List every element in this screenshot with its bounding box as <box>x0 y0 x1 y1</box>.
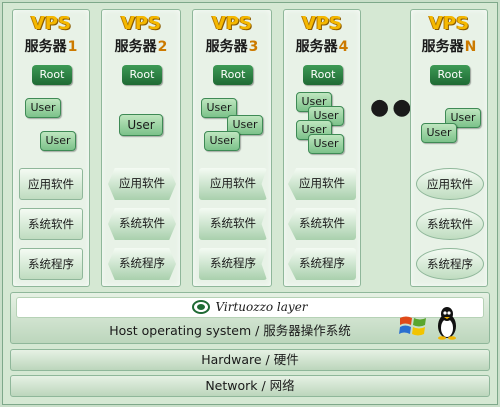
system-software-layer: 系统软件 <box>199 208 267 240</box>
user-box: User <box>204 131 240 151</box>
vps-title: VPS <box>428 13 470 34</box>
root-box: Root <box>303 65 343 85</box>
virtuozzo-label: Virtuozzo layer <box>215 300 308 314</box>
vps-subtitle: 服务器3 <box>205 39 259 55</box>
system-software-layer: 系统软件 <box>108 208 176 240</box>
windows-logo-icon <box>399 316 426 336</box>
system-software-layer: 系统软件 <box>416 208 484 240</box>
system-program-layer: 系统程序 <box>108 248 176 280</box>
user-box: User <box>421 123 457 143</box>
root-box: Root <box>122 65 162 85</box>
hardware-layer: Hardware / 硬件 <box>10 349 490 371</box>
user-box: User <box>40 131 76 151</box>
system-program-layer: 系统程序 <box>199 248 267 280</box>
app-software-layer: 应用软件 <box>199 168 267 200</box>
virtuozzo-layer: Virtuozzo layer <box>16 297 484 318</box>
linux-penguin-icon <box>438 307 456 340</box>
user-box: User <box>227 115 263 135</box>
user-box: User <box>445 108 481 128</box>
root-box: Root <box>213 65 253 85</box>
app-software-layer: 应用软件 <box>416 168 484 200</box>
app-software-layer: 应用软件 <box>108 168 176 200</box>
vps-title: VPS <box>211 13 253 34</box>
root-box: Root <box>32 65 72 85</box>
user-box: User <box>308 134 344 154</box>
host-os-label: Host operating system / 服务器操作系统 <box>109 323 351 338</box>
system-program-layer: 系统程序 <box>416 248 484 280</box>
user-box: User <box>25 98 61 118</box>
system-software-layer: 系统软件 <box>19 208 83 240</box>
vps-subtitle: 服务器2 <box>114 39 168 55</box>
vps-column-3: VPS 服务器3 Root User User User 应用软件 系统软件 系… <box>192 9 272 287</box>
vps-column-4: VPS 服务器4 Root User User User User 应用软件 系… <box>283 9 361 287</box>
user-box: User <box>201 98 237 118</box>
vps-subtitle: 服务器1 <box>24 39 78 55</box>
vps-title: VPS <box>301 13 343 34</box>
root-box: Root <box>430 65 470 85</box>
network-layer: Network / 网络 <box>10 375 490 397</box>
vps-column-n: VPS 服务器N Root User User 应用软件 系统软件 系统程序 <box>410 9 488 287</box>
system-program-layer: 系统程序 <box>288 248 356 280</box>
vps-title: VPS <box>120 13 162 34</box>
app-software-layer: 应用软件 <box>288 168 356 200</box>
vps-title: VPS <box>30 13 72 34</box>
vps-column-1: VPS 服务器1 Root User User 应用软件 系统软件 系统程序 <box>12 9 90 287</box>
vps-column-2: VPS 服务器2 Root User 应用软件 系统软件 系统程序 <box>101 9 181 287</box>
system-software-layer: 系统软件 <box>288 208 356 240</box>
user-box: User <box>119 114 163 136</box>
app-software-layer: 应用软件 <box>19 168 83 200</box>
vps-subtitle: 服务器N <box>421 39 477 55</box>
vps-subtitle: 服务器4 <box>295 39 349 55</box>
virtuozzo-logo-icon <box>192 299 211 314</box>
system-program-layer: 系统程序 <box>19 248 83 280</box>
